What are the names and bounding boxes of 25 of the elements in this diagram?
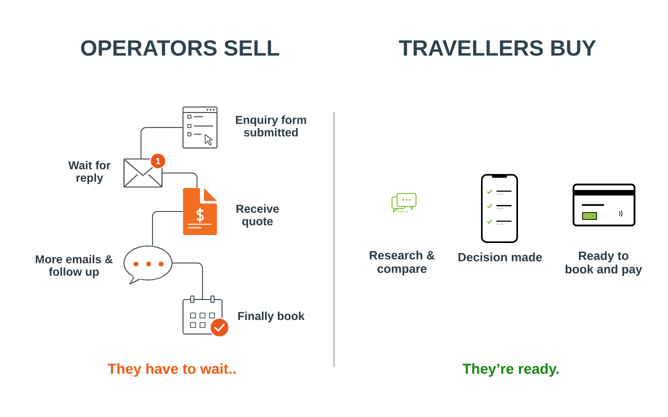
connector-line xyxy=(162,172,198,188)
form-icon xyxy=(182,106,218,148)
connector-line xyxy=(172,262,203,300)
step-caption: Finally book xyxy=(238,312,305,322)
connector-line xyxy=(152,211,184,246)
chat-icon xyxy=(391,192,417,213)
step-caption: More emails & follow up xyxy=(36,254,113,278)
step-caption: Decision made xyxy=(458,252,542,262)
envelope-icon xyxy=(123,158,163,188)
connector-line xyxy=(140,127,184,160)
summary-text: They have to wait.. xyxy=(108,363,236,377)
step-caption: Wait for reply xyxy=(68,160,110,184)
summary-text: They’re ready. xyxy=(462,363,559,377)
heading: TRAVELLERS BUY xyxy=(398,40,596,56)
step-caption: Research & compare xyxy=(370,250,435,276)
heading: OPERATORS SELL xyxy=(81,40,280,56)
document-icon xyxy=(183,188,217,235)
step-caption: Ready to book and pay xyxy=(566,251,642,276)
card-icon xyxy=(572,184,636,226)
phone-icon xyxy=(481,174,518,243)
notification-badge: 1 xyxy=(150,152,166,170)
speech-bubble-icon xyxy=(124,246,172,284)
step-caption: Enquiry form submitted xyxy=(236,116,306,136)
step-caption: Receive quote xyxy=(236,204,279,228)
calendar-icon xyxy=(182,296,230,338)
